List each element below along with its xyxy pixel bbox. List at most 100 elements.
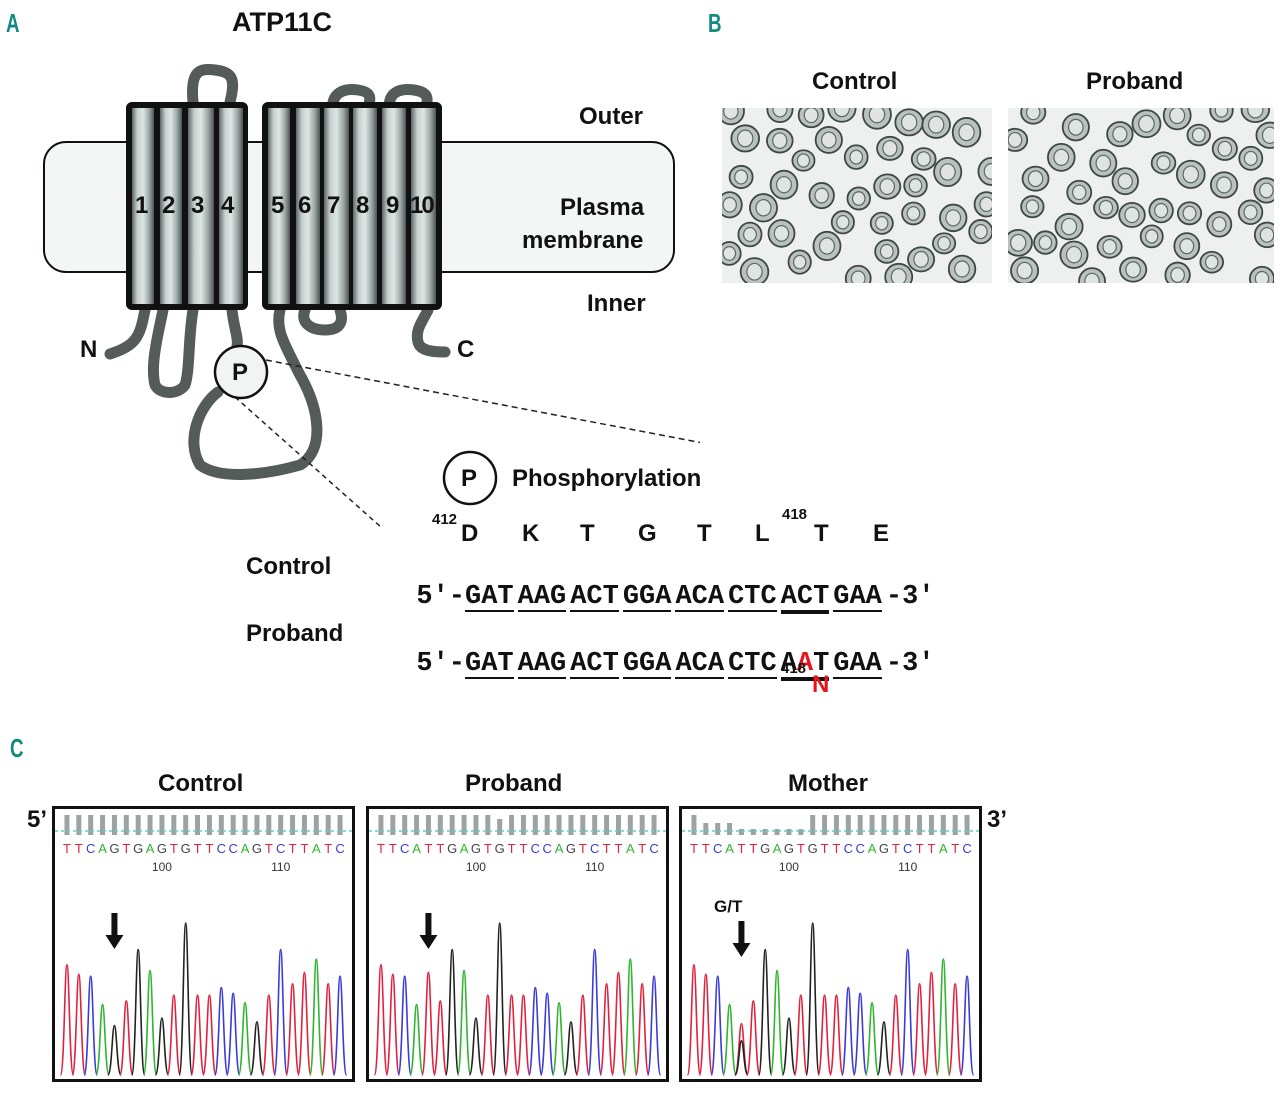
codon: GGA [622, 582, 672, 612]
quality-bar [845, 815, 851, 835]
quality-bar [580, 815, 586, 835]
trace-peak [385, 973, 401, 1076]
base-call: T [832, 841, 840, 856]
quality-bar [639, 815, 645, 835]
base-call: T [389, 841, 397, 856]
trace-peak [686, 963, 702, 1076]
tm-label-8: 8 [356, 192, 370, 219]
trace-peak [261, 994, 277, 1076]
base-call: G [447, 841, 457, 856]
base-call: T [737, 841, 745, 856]
legend-glyph: P [461, 465, 478, 492]
red-blood-cell [1150, 151, 1177, 175]
quality-bar [242, 815, 248, 835]
trace-peak [444, 948, 460, 1076]
trace-peak [409, 1003, 424, 1076]
red-blood-cell [901, 201, 926, 226]
tm-label-4: 4 [221, 192, 235, 219]
base-call: T [75, 841, 83, 856]
base-call: T [300, 841, 308, 856]
quality-bar [762, 829, 768, 835]
base-call: A [460, 841, 469, 856]
quality-bar [798, 829, 804, 835]
base-call: T [205, 841, 213, 856]
quality-bar [313, 815, 319, 835]
trace-peak [249, 1020, 265, 1076]
aa-E: E [873, 520, 890, 547]
quality-bar [206, 815, 212, 835]
trace-peak [202, 994, 217, 1076]
aa-T-418: T [814, 520, 829, 547]
red-blood-cell [769, 169, 799, 200]
quality-bar [738, 829, 744, 835]
base-call: G [566, 841, 576, 856]
outer-loops [186, 63, 433, 118]
trace-peak [947, 982, 963, 1076]
red-blood-cell [1186, 123, 1211, 147]
red-blood-cell [1106, 121, 1134, 148]
quality-bar [325, 815, 331, 835]
base-call: T [579, 841, 587, 856]
quality-bar [230, 815, 236, 835]
red-blood-cell [1131, 109, 1162, 139]
quality-bar [691, 815, 697, 835]
loop-7-8 [327, 84, 376, 118]
quality-bar [123, 815, 129, 835]
tm-label-3: 3 [191, 192, 205, 219]
quality-bar [437, 815, 443, 835]
heterozygous-annotation: G/T [714, 897, 743, 916]
red-blood-cell [1066, 179, 1093, 205]
red-blood-cell [947, 254, 977, 283]
base-call: C [855, 841, 864, 856]
base-call: A [241, 841, 250, 856]
red-blood-cell [1240, 108, 1271, 124]
red-blood-cell [973, 191, 992, 218]
aa-D: D [461, 520, 479, 547]
red-blood-cell [1033, 230, 1058, 255]
tm-group-2 [262, 102, 442, 310]
red-blood-cell [951, 117, 982, 148]
aa-G: G [638, 520, 657, 547]
base-call: G [252, 841, 262, 856]
tm-label-6: 6 [298, 192, 312, 219]
red-blood-cell [1118, 202, 1146, 228]
red-blood-cell [791, 149, 816, 172]
trace-peak [332, 975, 348, 1076]
base-call: T [951, 841, 959, 856]
n-terminus-tail [104, 304, 151, 360]
trace-peak [840, 986, 856, 1076]
base-call: T [690, 841, 698, 856]
trace-peak [225, 992, 241, 1076]
tm-helix-5 [268, 108, 290, 304]
trace-peak [107, 1024, 122, 1076]
base-call: T [916, 841, 924, 856]
red-blood-cell [1139, 224, 1164, 249]
tm-label-7: 7 [327, 192, 341, 219]
quality-bar [615, 815, 621, 835]
base-call: C [590, 841, 599, 856]
codon: CTC [728, 582, 777, 612]
base-call: C [713, 841, 722, 856]
red-blood-cell [1010, 256, 1040, 283]
red-blood-cell [1021, 165, 1050, 192]
red-blood-cell [873, 173, 902, 200]
quality-bar [88, 815, 94, 835]
tm-label-2: 2 [162, 192, 176, 219]
red-blood-cell [1211, 136, 1238, 161]
trace-peak [698, 973, 714, 1076]
red-blood-cell [767, 219, 796, 248]
quality-bar [556, 815, 562, 835]
base-call: G [784, 841, 794, 856]
quality-bar [390, 815, 396, 835]
trace-peak [516, 994, 531, 1076]
tm-label-5: 5 [271, 192, 285, 219]
red-blood-cell [939, 203, 968, 233]
codon: CTC [728, 649, 777, 679]
quality-bar [111, 815, 117, 835]
blood-smear-control [722, 108, 992, 283]
trace-peak [563, 1020, 579, 1076]
red-blood-cell [977, 156, 992, 186]
trace-peak [397, 975, 413, 1076]
trace-peak [539, 992, 555, 1076]
trace-peak [308, 958, 324, 1076]
